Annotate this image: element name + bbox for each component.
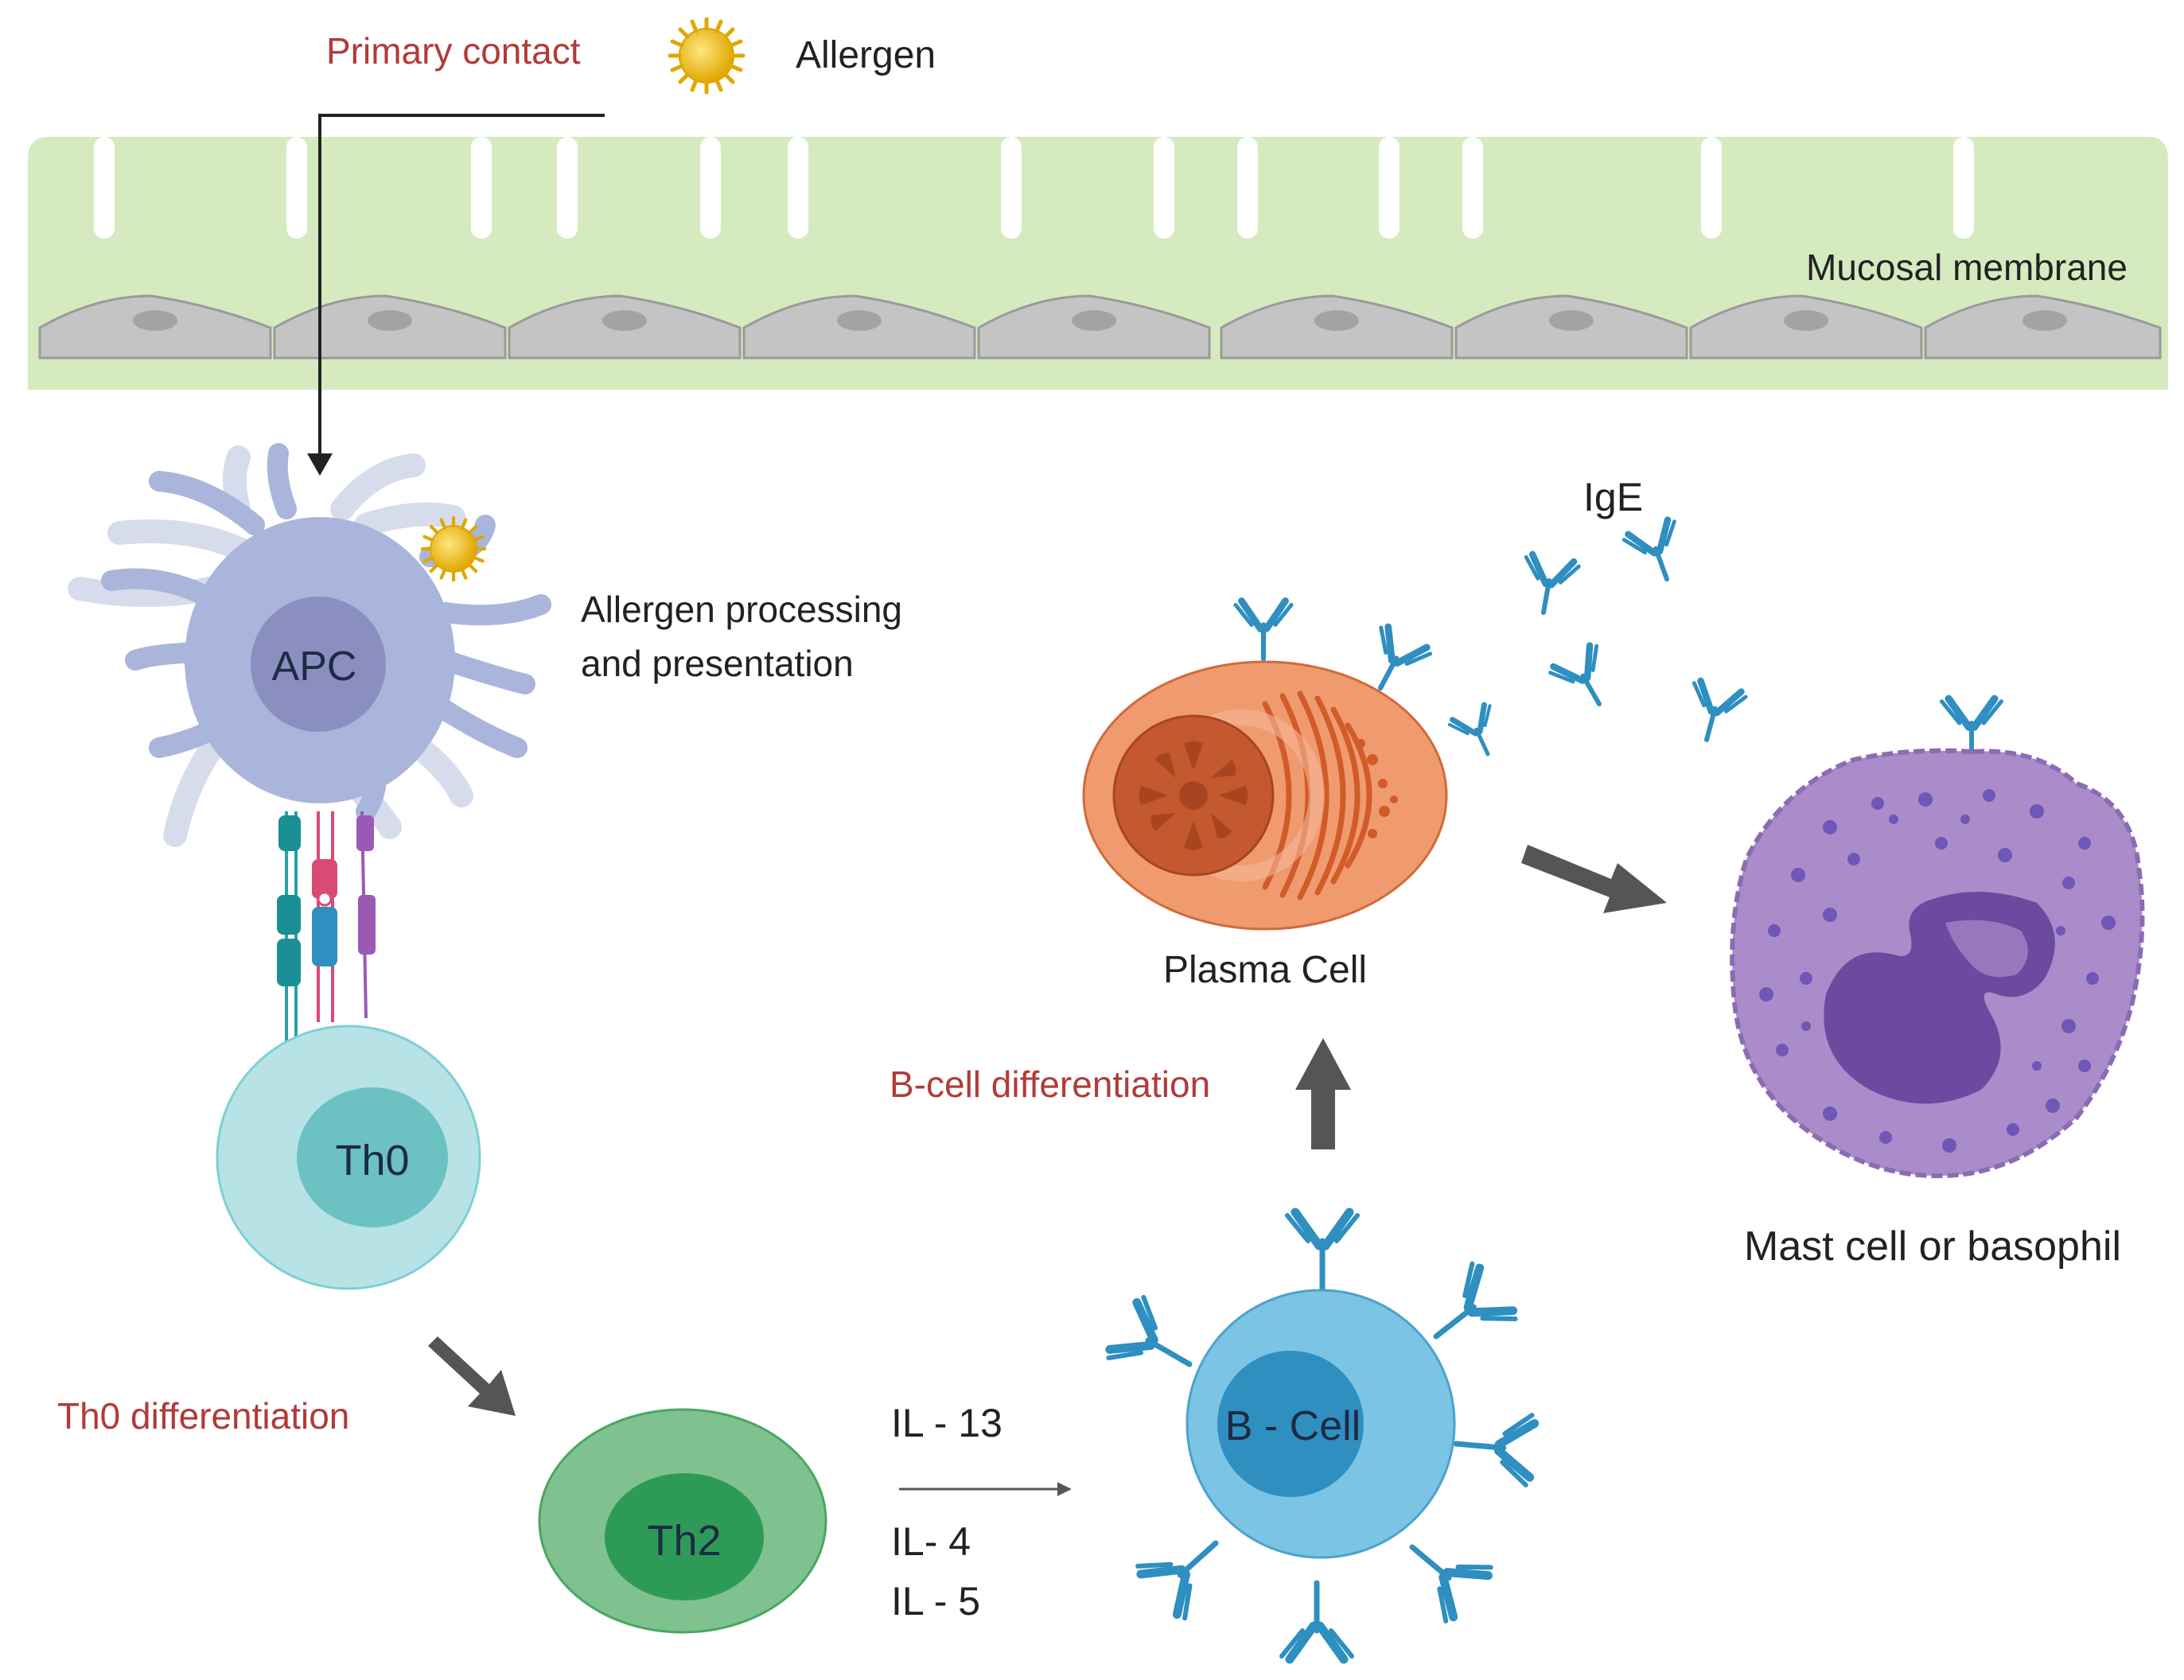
mucosal-membrane — [28, 137, 2168, 390]
apc-cell: APC — [68, 443, 551, 847]
il4-label: IL- 4 — [891, 1519, 971, 1564]
receptor-complex — [277, 811, 376, 1042]
mast-cell — [1730, 698, 2145, 1179]
b-cell-nucleus — [1217, 1351, 1364, 1497]
th0-label: Th0 — [335, 1137, 409, 1184]
allergen-processing-label-line1: Allergen processing — [581, 589, 903, 630]
epithelial-nuclei — [133, 310, 2067, 331]
primary-contact-arrowhead — [307, 453, 333, 476]
vesicles — [1356, 739, 1398, 838]
mast-cell-label: Mast cell or basophil — [1744, 1223, 2121, 1270]
ige-label: IgE — [1583, 475, 1644, 519]
plasma-to-mast-arrow — [1521, 845, 1667, 913]
microvilli-gaps — [94, 137, 1974, 239]
apc-label: APC — [272, 644, 357, 690]
bound-allergen-icon — [422, 518, 485, 580]
th0-differentiation-label: Th0 differentiation — [57, 1395, 350, 1437]
th0-to-th2-arrow — [428, 1336, 516, 1416]
allergen-label: Allergen — [796, 34, 936, 76]
mast-granules — [1759, 789, 2116, 1153]
th0-cell: Th0 — [216, 1025, 481, 1290]
plasma-cell-label: Plasma Cell — [1163, 949, 1368, 991]
plasma-cell — [1082, 601, 1448, 931]
epithelial-cells — [38, 294, 2162, 360]
b-cell-differentiation-label: B-cell differentiation — [890, 1064, 1211, 1105]
b-cell-to-plasma-arrow — [1295, 1038, 1351, 1149]
primary-contact-label: Primary contact — [326, 30, 581, 72]
allergen-processing-label-line2: and presentation — [581, 643, 854, 684]
plasma-chromatin — [1139, 741, 1248, 850]
b-cell: B - Cell — [1106, 1212, 1536, 1659]
apc-nucleus — [251, 597, 386, 732]
primary-contact-arrow — [318, 114, 605, 460]
mucosal-membrane-label: Mucosal membrane — [1806, 247, 2128, 288]
allergen-icon — [670, 19, 743, 92]
b-cell-label: B - Cell — [1225, 1403, 1361, 1449]
ige-antibodies — [1448, 518, 1746, 764]
th2-cell: Th2 — [538, 1408, 827, 1634]
il13-label: IL - 13 — [891, 1401, 1002, 1445]
th2-nucleus — [605, 1473, 764, 1600]
th0-nucleus — [297, 1087, 448, 1227]
il5-label: IL - 5 — [891, 1579, 981, 1624]
th2-label: Th2 — [647, 1517, 721, 1565]
